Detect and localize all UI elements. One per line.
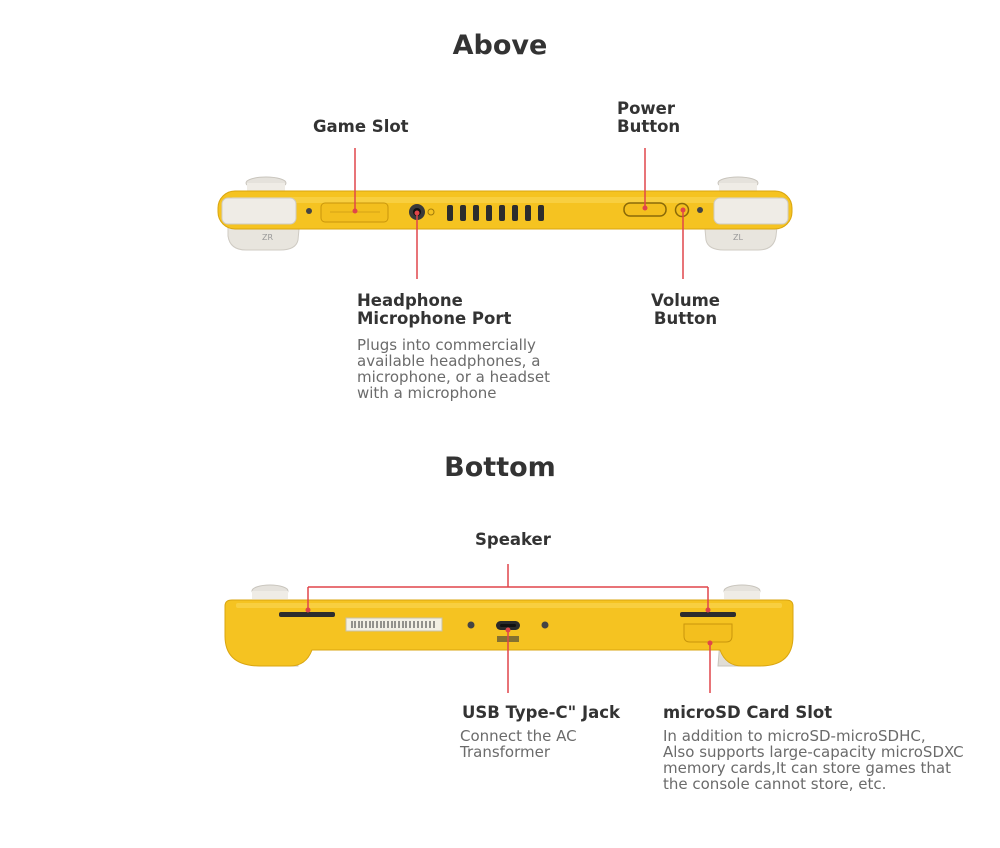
usb-jack-description: Connect the AC Transformer — [460, 727, 577, 761]
microsd-cover — [683, 623, 733, 643]
console-top-view: ZR ZL — [217, 176, 793, 251]
headphone-port-label: Headphone Microphone Port — [357, 291, 512, 328]
right-stick-cap — [717, 176, 759, 191]
speaker-label: Speaker — [475, 530, 551, 549]
left-stick-cap — [245, 176, 287, 191]
game-slot-label: Game Slot — [313, 117, 409, 136]
top-screw-right — [697, 207, 703, 213]
r-shoulder-button — [221, 197, 297, 225]
left-speaker-grille — [279, 612, 335, 617]
headphone-port-description: Plugs into commercially available headph… — [357, 336, 550, 402]
section-title-bottom: Bottom — [444, 452, 556, 483]
console-bottom-view — [224, 584, 794, 667]
console-body-bottom — [224, 599, 794, 667]
bottom-screw-right — [541, 621, 549, 629]
bottom-screw-left — [467, 621, 475, 629]
top-screw-left — [306, 208, 312, 214]
bottom-callout-lines — [305, 564, 713, 693]
microsd-slot-description: In addition to microSD-microSDHC, Also s… — [663, 727, 964, 793]
vent-slots — [447, 205, 544, 221]
zl-mark: ZL — [733, 233, 743, 242]
usb-jack-label: USB Type-C" Jack — [462, 703, 620, 722]
l-shoulder-button — [713, 197, 789, 225]
power-button-label: Power Button — [617, 99, 681, 136]
zr-mark: ZR — [262, 233, 273, 242]
microsd-slot-label: microSD Card Slot — [663, 703, 833, 722]
top-callout-lines — [352, 148, 686, 279]
volume-button-label: Volume Button — [651, 291, 720, 328]
section-title-above: Above — [452, 30, 548, 61]
right-speaker-grille — [680, 612, 736, 617]
serial-label — [345, 617, 443, 632]
